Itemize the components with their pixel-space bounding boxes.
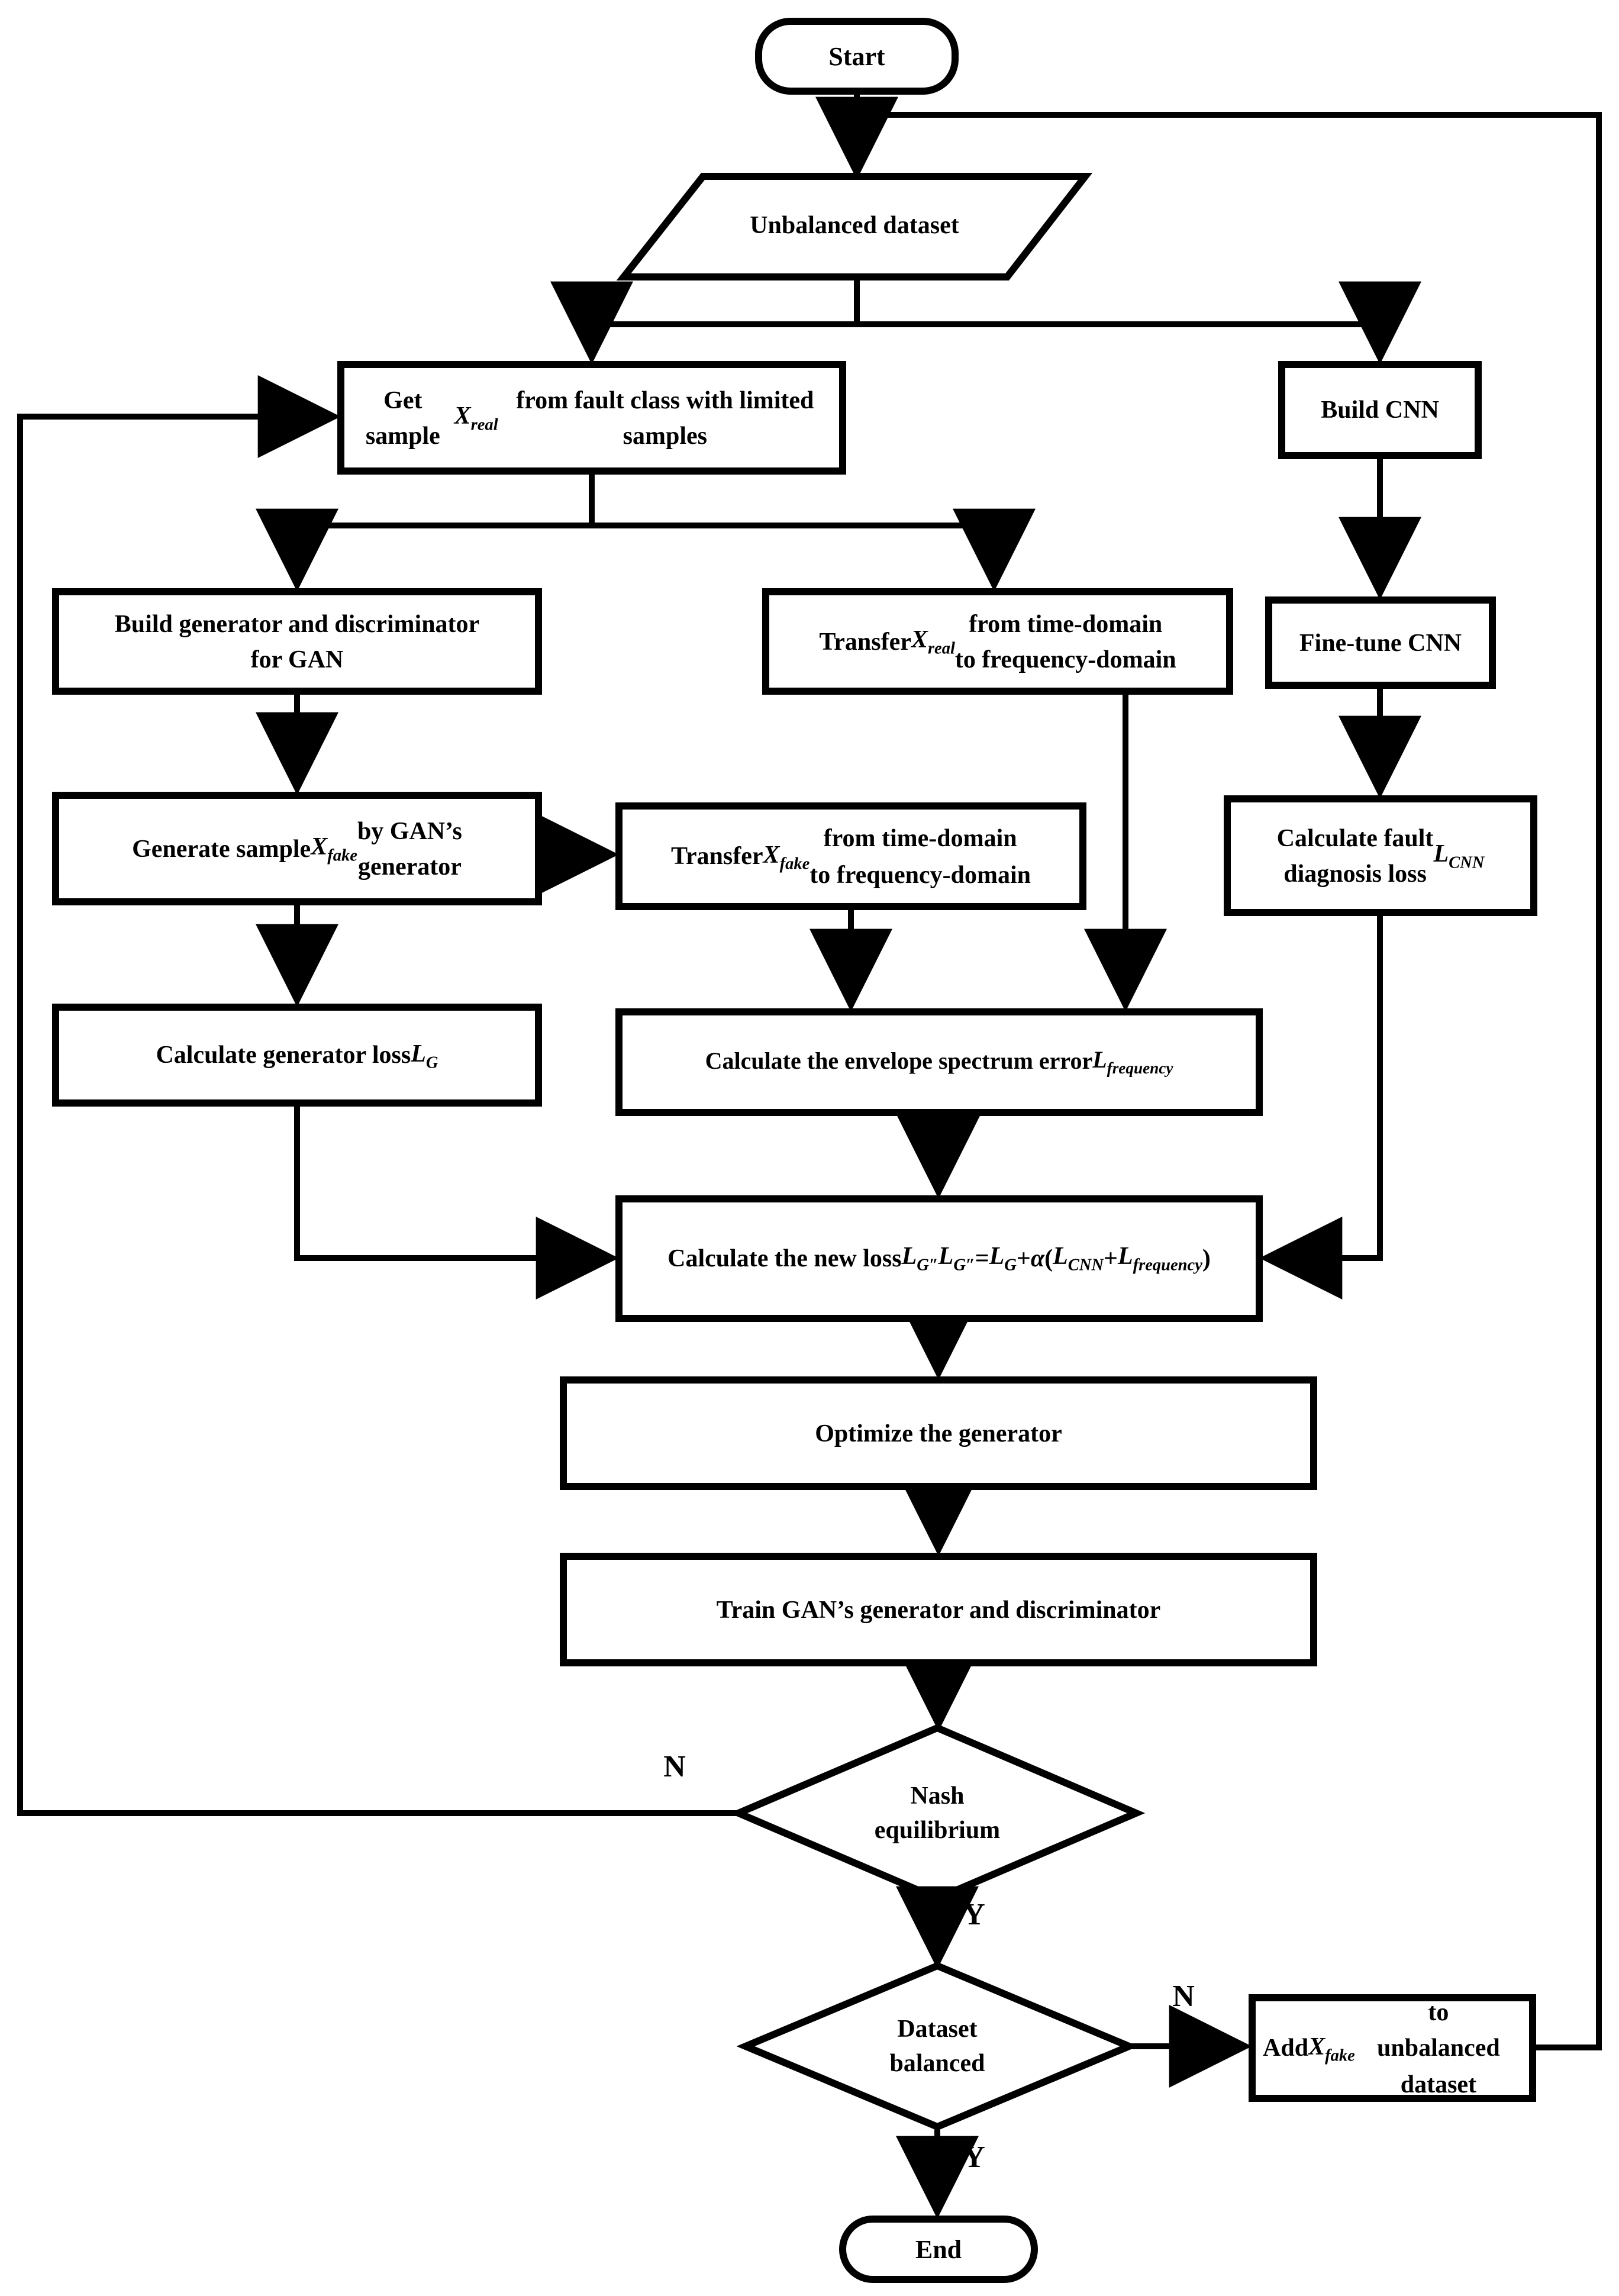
node-loss-generator: Calculate generator loss LG [52, 1004, 542, 1107]
node-end: End [839, 2216, 1038, 2283]
dataset-balanced-diamond [736, 1962, 1139, 2131]
node-new-loss: Calculate the new loss LG″LG″ = LG + α(L… [615, 1195, 1263, 1322]
edge-losscnn-to-newloss [1259, 916, 1383, 1299]
node-fine-tune-cnn: Fine-tune CNN [1265, 596, 1496, 689]
nash-equilibrium-diamond [729, 1724, 1146, 1902]
node-optimize-generator: Optimize the generator [560, 1376, 1317, 1490]
edge-label-balanced-yes: Y [963, 2140, 985, 2174]
edge-addfake-feedback-loop [857, 112, 1602, 2050]
edge-label-nash-no: N [663, 1749, 686, 1784]
edge-label-nash-yes: Y [963, 1897, 985, 1931]
node-envelope-error: Calculate the envelope spectrum error Lf… [615, 1008, 1263, 1116]
edge-label-balanced-no: N [1172, 1979, 1195, 2013]
node-get-sample: Get sample Xreal from fault class with l… [337, 361, 846, 475]
node-train-gan: Train GAN’s generator and discriminator [560, 1553, 1317, 1666]
node-build-cnn: Build CNN [1278, 361, 1482, 459]
node-start: Start [755, 18, 959, 95]
unbalanced-dataset-parallelogram [616, 173, 1093, 280]
edge-nash-no-feedback [17, 375, 738, 1816]
edge-lossg-to-newloss [294, 1107, 619, 1299]
